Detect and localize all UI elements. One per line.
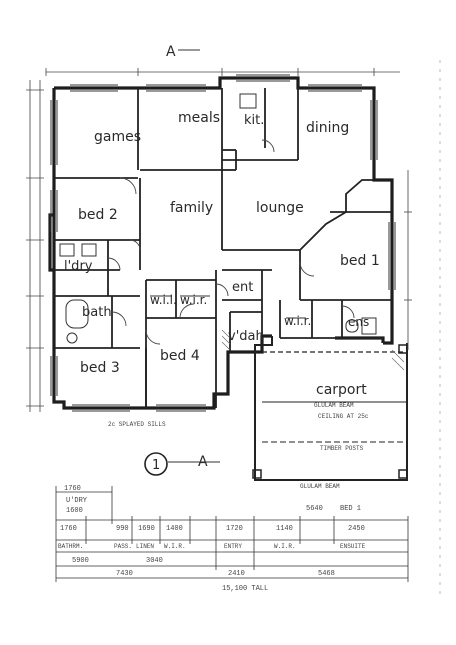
- section-number: 1: [152, 458, 160, 473]
- dim-row4-2: 2410: [228, 570, 245, 578]
- room-carport: carport: [316, 382, 367, 398]
- room-ens: ens: [348, 315, 369, 329]
- dim-label-2: PASS.: [114, 543, 132, 550]
- bottom-dimension-lines: [55, 486, 409, 582]
- dim-label-7: ENSUITE: [340, 543, 366, 550]
- room-bath: bath: [82, 305, 112, 320]
- outer-walls: [48, 76, 394, 410]
- dim-row4-3: 5468: [318, 570, 335, 578]
- dim-row3-3: 5640: [306, 505, 323, 513]
- carport-outline: [252, 336, 408, 481]
- note-posts: TIMBER POSTS: [320, 445, 364, 452]
- room-meals: meals: [178, 110, 220, 126]
- room-ent: ent: [232, 280, 253, 295]
- door-swings: [107, 139, 355, 345]
- dim-row3-4: BED 1: [340, 505, 361, 513]
- dim-row1-3: 1600: [66, 507, 83, 515]
- room-lounge: lounge: [256, 200, 304, 216]
- dim-row2-2: 990: [116, 525, 129, 533]
- left-dimension-chain: [26, 68, 412, 412]
- room-family: family: [170, 200, 213, 216]
- room-wir-bed1: w.i.r.: [284, 314, 311, 328]
- room-bed3: bed 3: [80, 360, 120, 376]
- dim-label-3: LINEN: [136, 543, 154, 550]
- dim-row2-1: 1760: [60, 525, 77, 533]
- note-ceiling: CEILING AT 25c: [318, 413, 369, 420]
- dim-label-4: W.I.R.: [164, 543, 186, 550]
- dim-row2-6: 1140: [276, 525, 293, 533]
- room-ldry: l'dry: [64, 259, 93, 274]
- room-wir: w.i.r.: [180, 293, 207, 307]
- room-wil: w.i.l.: [150, 293, 177, 307]
- dim-row2-5: 1720: [226, 525, 243, 533]
- note-sills: 2c SPLAYED SILLS: [108, 421, 166, 428]
- interior-walls: [54, 88, 392, 408]
- section-callout: 1: [144, 452, 168, 476]
- room-games: games: [94, 129, 141, 145]
- dim-row1-2: U'DRY: [66, 497, 88, 505]
- room-bed4: bed 4: [160, 348, 200, 364]
- dim-row1-1: 1760: [64, 485, 81, 493]
- dim-row2-7: 2450: [348, 525, 365, 533]
- dim-row4-1: 7430: [116, 570, 133, 578]
- room-bed2: bed 2: [78, 207, 118, 223]
- dim-row3-1: 5900: [72, 557, 89, 565]
- dim-label-1: BATHRM.: [58, 543, 83, 550]
- dim-total: 15,100 TALL: [222, 585, 268, 593]
- room-dining: dining: [306, 120, 349, 136]
- note-glulam-carport: GLULAM BEAM: [314, 402, 354, 409]
- dim-row2-3: 1690: [138, 525, 155, 533]
- fixtures: [59, 93, 377, 344]
- dim-label-5: ENTRY: [224, 543, 242, 550]
- section-marker-top: A: [166, 44, 176, 60]
- dim-label-6: W.I.R.: [274, 543, 296, 550]
- room-kit: kit.: [244, 113, 264, 128]
- dim-row3-2: 3040: [146, 557, 163, 565]
- room-vdah: v'dah: [228, 329, 264, 344]
- hatching: [221, 329, 405, 371]
- note-glulam-bottom: GLULAM BEAM: [300, 483, 340, 490]
- room-bed1: bed 1: [340, 253, 380, 269]
- dim-row2-4: 1400: [166, 525, 183, 533]
- windows: [50, 74, 396, 412]
